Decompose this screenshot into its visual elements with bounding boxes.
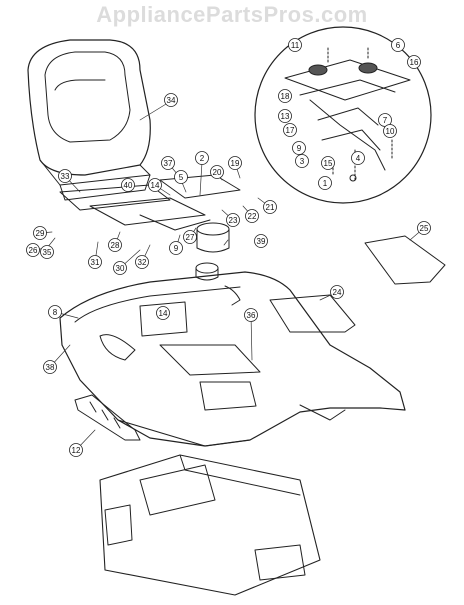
callout-label: 32 bbox=[138, 258, 147, 267]
callout-circle bbox=[135, 255, 149, 269]
callout-label: 36 bbox=[247, 311, 256, 320]
callout-circle bbox=[288, 38, 302, 52]
foot-pad-25 bbox=[364, 235, 446, 285]
callout-circle bbox=[210, 165, 224, 179]
seat bbox=[27, 39, 151, 201]
callout-label: 19 bbox=[231, 159, 240, 168]
callout-circle bbox=[174, 170, 188, 184]
callout-label: 17 bbox=[286, 126, 295, 135]
callout-circle bbox=[108, 238, 122, 252]
callout-label: 29 bbox=[36, 229, 45, 238]
callout-circle bbox=[417, 221, 431, 235]
callout-label: 4 bbox=[356, 154, 361, 163]
callout-circle bbox=[244, 308, 258, 322]
callout-circle bbox=[33, 226, 47, 240]
callout-circle bbox=[391, 38, 405, 52]
callout-circle bbox=[245, 209, 259, 223]
callout-label: 3 bbox=[300, 157, 305, 166]
callout-label: 35 bbox=[43, 248, 52, 257]
callout-label: 11 bbox=[291, 41, 300, 50]
foot-pad-24 bbox=[269, 294, 356, 333]
callout-label: 22 bbox=[248, 212, 257, 221]
callout-circle bbox=[48, 305, 62, 319]
callout-label: 21 bbox=[266, 203, 275, 212]
callout-circle bbox=[283, 123, 297, 137]
callout-circle bbox=[330, 285, 344, 299]
callout-label: 30 bbox=[116, 264, 125, 273]
callout-label: 26 bbox=[29, 246, 38, 255]
callout-label: 10 bbox=[386, 127, 395, 136]
callout-circle bbox=[183, 230, 197, 244]
callout-label: 37 bbox=[164, 159, 173, 168]
callout-label: 8 bbox=[53, 308, 58, 317]
callout-label: 9 bbox=[174, 244, 179, 253]
seat-pivot-detail-inset bbox=[254, 26, 432, 204]
callout-circle bbox=[58, 169, 72, 183]
callout-label: 27 bbox=[186, 233, 195, 242]
callout-label: 14 bbox=[159, 309, 168, 318]
callout-circle bbox=[228, 156, 242, 170]
callout-circle bbox=[148, 178, 162, 192]
callout-label: 12 bbox=[72, 446, 81, 455]
callout-label: 14 bbox=[151, 181, 160, 190]
callout-circle bbox=[164, 93, 178, 107]
callout-label: 9 bbox=[297, 144, 302, 153]
callout-circle bbox=[383, 124, 397, 138]
callout-label: 24 bbox=[333, 288, 342, 297]
callout-label: 15 bbox=[324, 159, 333, 168]
callout-circle bbox=[69, 443, 83, 457]
watermark: AppliancePartsPros.com bbox=[96, 2, 368, 27]
seat-bracket bbox=[59, 174, 241, 231]
callout-label: 16 bbox=[410, 58, 419, 67]
callout-label: 38 bbox=[46, 363, 55, 372]
leader-lines bbox=[32, 100, 425, 451]
callout-circle bbox=[156, 306, 170, 320]
callout-label: 18 bbox=[281, 92, 290, 101]
callout-circle bbox=[26, 243, 40, 257]
callout-circle bbox=[318, 176, 332, 190]
callout-circle bbox=[254, 234, 268, 248]
callout-circle bbox=[121, 178, 135, 192]
callout-circle bbox=[263, 200, 277, 214]
callout-label: 31 bbox=[91, 258, 100, 267]
callout-label: 28 bbox=[111, 241, 120, 250]
callout-label: 2 bbox=[200, 154, 205, 163]
callout-circle bbox=[226, 213, 240, 227]
callout-label: 39 bbox=[257, 237, 266, 246]
callout-circle bbox=[169, 241, 183, 255]
callout-circle bbox=[40, 245, 54, 259]
callout-label: 33 bbox=[61, 172, 70, 181]
callout-circle bbox=[195, 151, 209, 165]
callout-label: 23 bbox=[229, 216, 238, 225]
callout-circle bbox=[407, 55, 421, 69]
callout-label: 25 bbox=[420, 224, 429, 233]
fender-body bbox=[59, 271, 406, 447]
callout-circle bbox=[43, 360, 57, 374]
callout-circle bbox=[321, 156, 335, 170]
callout-label: 6 bbox=[396, 41, 401, 50]
callout-circle bbox=[113, 261, 127, 275]
callout-circle bbox=[351, 151, 365, 165]
frame bbox=[99, 454, 321, 596]
fuel-cap bbox=[195, 222, 230, 281]
callout-circle bbox=[278, 89, 292, 103]
callout-label: 40 bbox=[124, 181, 133, 190]
callout-label: 20 bbox=[213, 168, 222, 177]
callout-label: 5 bbox=[179, 173, 184, 182]
callout-circle bbox=[278, 109, 292, 123]
callout-label: 13 bbox=[281, 112, 290, 121]
callout-circle bbox=[295, 154, 309, 168]
callout-circle bbox=[292, 141, 306, 155]
callout-label: 1 bbox=[323, 179, 328, 188]
hinge-bracket bbox=[74, 394, 141, 441]
callout-circle bbox=[88, 255, 102, 269]
callout-circle bbox=[161, 156, 175, 170]
callout-label: 34 bbox=[167, 96, 176, 105]
callout-label: 7 bbox=[383, 116, 388, 125]
